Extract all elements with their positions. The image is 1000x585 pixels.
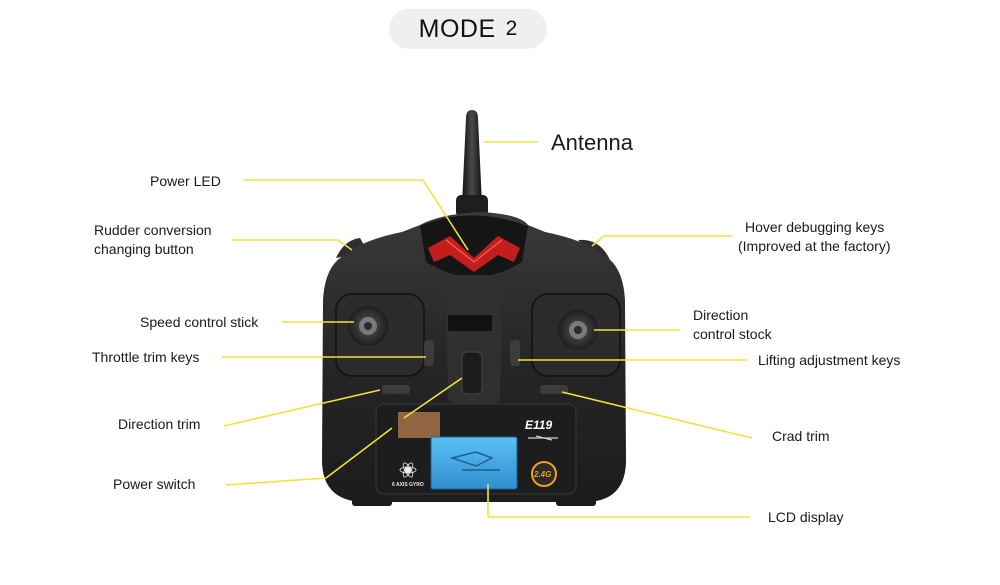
gyro-text: 6 AXIS GYRO — [392, 482, 424, 488]
leader-crad-trim — [561, 391, 753, 439]
leader-lcd — [487, 484, 750, 518]
label-speed-stick: Speed control stick — [140, 314, 259, 330]
label-direction-trim: Direction trim — [118, 416, 200, 432]
leader-power-led — [244, 179, 469, 251]
label-lifting-keys: Lifting adjustment keys — [758, 352, 900, 368]
leader-rudder — [232, 239, 353, 251]
mode-number: 2 — [505, 17, 518, 40]
mode-title: MODE — [418, 14, 496, 43]
direction-trim-keys[interactable] — [382, 385, 410, 394]
label-hover-line2: (Improved at the factory) — [738, 238, 891, 254]
callout-labels: Antenna Power LED Rudder conversion chan… — [92, 130, 900, 525]
label-lcd-display: LCD display — [768, 509, 843, 525]
mode-pill: MODE 2 — [389, 9, 547, 49]
lifting-adjustment-keys[interactable] — [510, 340, 520, 366]
label-rudder-line2: changing button — [94, 241, 194, 257]
crad-trim-keys[interactable] — [540, 385, 568, 394]
direction-control-stock-gimbal[interactable] — [531, 293, 621, 377]
leader-direction-trim-2 — [403, 377, 463, 419]
transmitter: E119 6 AXIS GYRO 2.4G — [322, 110, 626, 506]
leader-power-switch — [225, 477, 327, 486]
frequency-badge — [531, 461, 557, 487]
antenna — [462, 110, 482, 205]
throttle-trim-keys[interactable] — [424, 340, 434, 366]
label-throttle-trim: Throttle trim keys — [92, 349, 199, 365]
gyro-logo — [399, 462, 417, 478]
label-direction-stock-line2: control stock — [693, 326, 773, 342]
model-label: E119 — [525, 418, 552, 432]
label-direction-stock-line1: Direction — [693, 307, 748, 323]
power-switch[interactable] — [461, 351, 483, 395]
label-hover-line1: Hover debugging keys — [745, 219, 884, 235]
power-led — [428, 236, 520, 272]
label-crad-trim: Crad trim — [772, 428, 830, 444]
leader-power-switch-2 — [325, 427, 393, 479]
label-antenna: Antenna — [551, 130, 634, 155]
leader-hover — [591, 235, 732, 247]
leader-direction-trim — [223, 389, 381, 427]
label-rudder-line1: Rudder conversion — [94, 222, 212, 238]
lcd-display — [430, 436, 518, 490]
speed-control-stick-gimbal[interactable] — [335, 293, 425, 377]
label-power-switch: Power switch — [113, 476, 195, 492]
label-power-led: Power LED — [150, 173, 221, 189]
frequency-badge-text: 2.4G — [533, 470, 551, 479]
mini-screen — [448, 315, 492, 331]
leader-lines — [222, 141, 753, 518]
